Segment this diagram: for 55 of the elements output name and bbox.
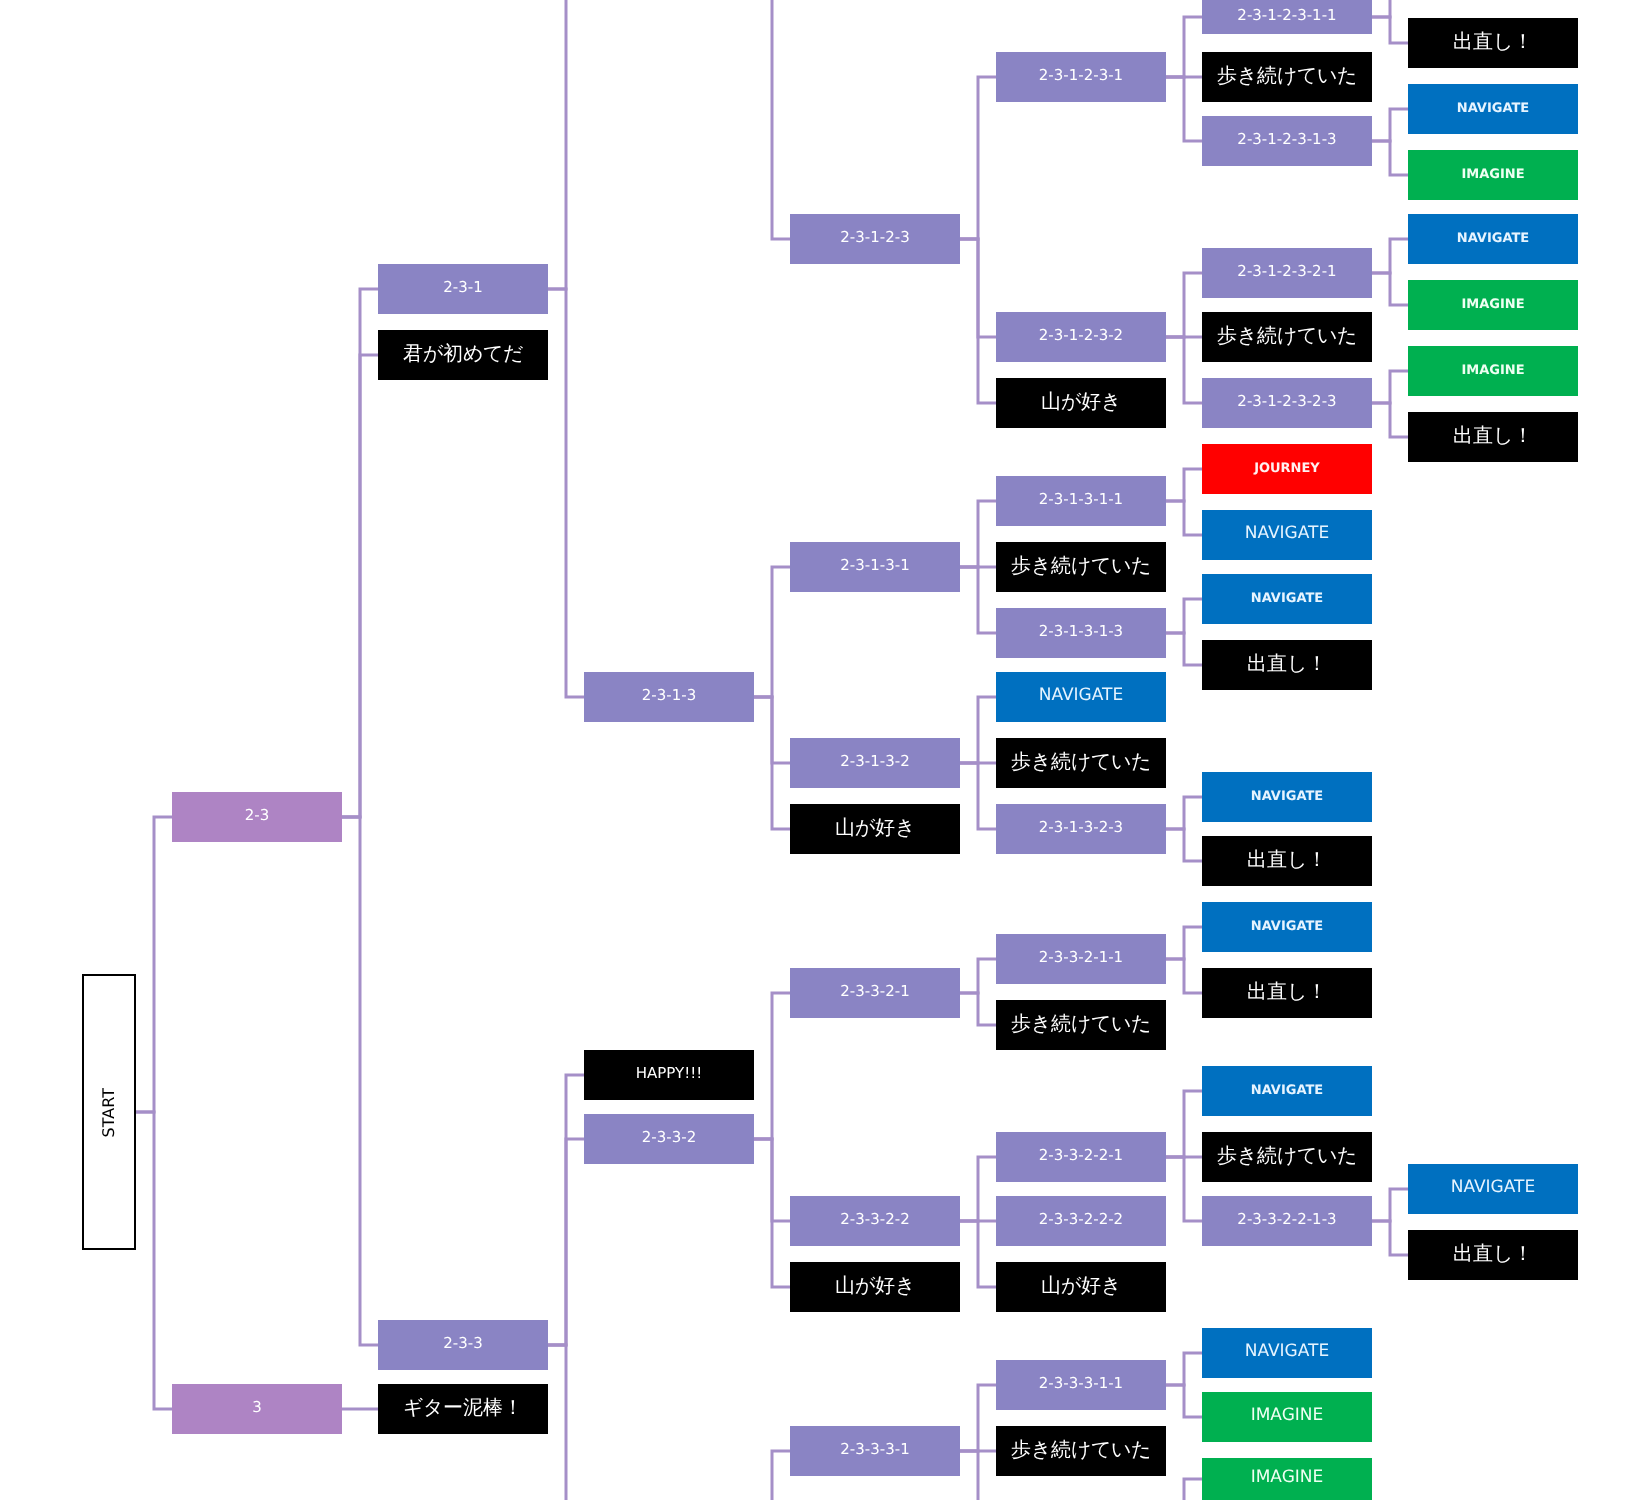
message-box: 歩き続けていた bbox=[996, 542, 1166, 592]
message-box: 山が好き bbox=[996, 378, 1166, 428]
message-box: 出直し！ bbox=[1202, 836, 1372, 886]
message-box: ギター泥棒！ bbox=[378, 1384, 548, 1434]
message-box: 山が好き bbox=[790, 1262, 960, 1312]
connector-line bbox=[1166, 499, 1202, 537]
message-box: 歩き続けていた bbox=[996, 738, 1166, 788]
connector-line bbox=[136, 1110, 172, 1411]
connector-line bbox=[1372, 401, 1408, 439]
message-box: 歩き続けていた bbox=[996, 1000, 1166, 1050]
connector-line bbox=[960, 1219, 996, 1289]
message-box: 君が初めてだ bbox=[378, 330, 548, 380]
connector-line bbox=[1372, 271, 1408, 307]
connector-line bbox=[342, 1407, 378, 1411]
message-box: 出直し！ bbox=[1202, 968, 1372, 1018]
connector-line bbox=[1166, 335, 1202, 405]
message-box: 歩き続けていた bbox=[1202, 312, 1372, 362]
message-box: 出直し！ bbox=[1202, 640, 1372, 690]
connector-line bbox=[754, 1137, 790, 1289]
connector-line bbox=[1182, 1477, 1202, 1500]
keyword-box: IMAGINE bbox=[1202, 1458, 1372, 1500]
keyword-box: NAVIGATE bbox=[1202, 510, 1372, 560]
connector-line bbox=[960, 1449, 980, 1500]
keyword-box: NAVIGATE bbox=[1408, 1164, 1578, 1214]
connector-line bbox=[1166, 827, 1202, 863]
message-box: 山が好き bbox=[790, 804, 960, 854]
keyword-box: NAVIGATE bbox=[1202, 1328, 1372, 1378]
connector-line bbox=[1166, 957, 1202, 995]
message-box: 歩き続けていた bbox=[996, 1426, 1166, 1476]
connector-line bbox=[1372, 139, 1408, 177]
connector-line bbox=[548, 287, 584, 699]
connector-line bbox=[342, 815, 378, 1347]
connector-line bbox=[960, 991, 996, 1027]
connector-line bbox=[1166, 1155, 1202, 1223]
keyword-box: NAVIGATE bbox=[996, 672, 1166, 722]
message-box: 出直し！ bbox=[1408, 1230, 1578, 1280]
start-box: START bbox=[82, 974, 136, 1250]
keyword-box: IMAGINE bbox=[1202, 1392, 1372, 1442]
connector-line bbox=[960, 237, 996, 405]
connector-line bbox=[960, 565, 996, 635]
connector-line bbox=[770, 0, 790, 241]
connector-line bbox=[770, 1449, 790, 1500]
message-box: 歩き続けていた bbox=[1202, 1132, 1372, 1182]
message-box: 歩き続けていた bbox=[1202, 52, 1372, 102]
connector-line bbox=[548, 1343, 568, 1500]
connector-line bbox=[1372, 1219, 1408, 1257]
connector-line bbox=[1166, 75, 1202, 143]
message-box: 出直し！ bbox=[1408, 18, 1578, 68]
connector-line bbox=[1166, 1383, 1202, 1419]
connector-line bbox=[1372, 15, 1408, 45]
connector-line bbox=[1166, 631, 1202, 667]
message-box: 出直し！ bbox=[1408, 412, 1578, 462]
connector-line bbox=[754, 695, 790, 831]
message-box: 山が好き bbox=[996, 1262, 1166, 1312]
connector-line bbox=[960, 761, 996, 831]
